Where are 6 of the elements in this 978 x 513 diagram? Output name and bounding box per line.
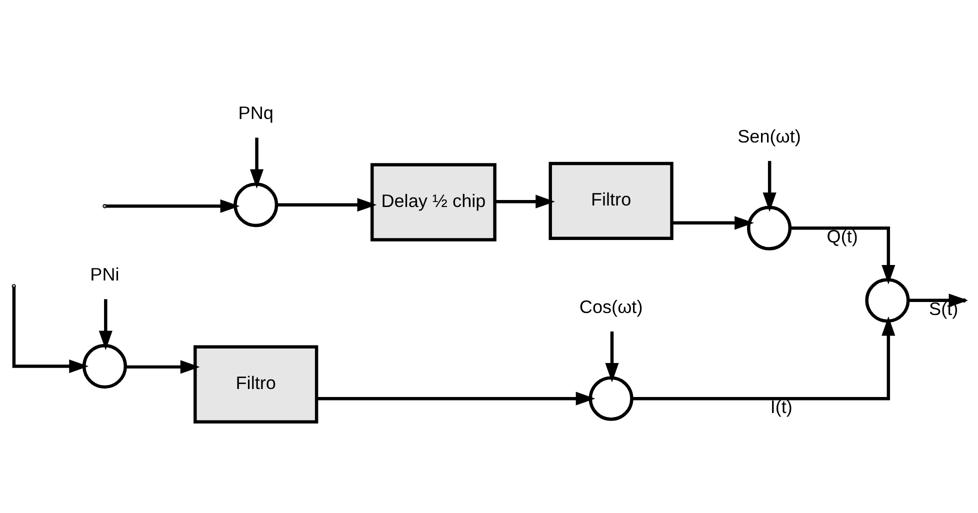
node-text: PNi [90,264,120,285]
edge-label: Q(t) [826,226,858,247]
node-text: Cos(ωt) [579,296,643,317]
node-text: Sen(ωt) [738,126,801,146]
node-text: PNq [238,103,274,124]
edge-label: I(t) [770,397,792,418]
